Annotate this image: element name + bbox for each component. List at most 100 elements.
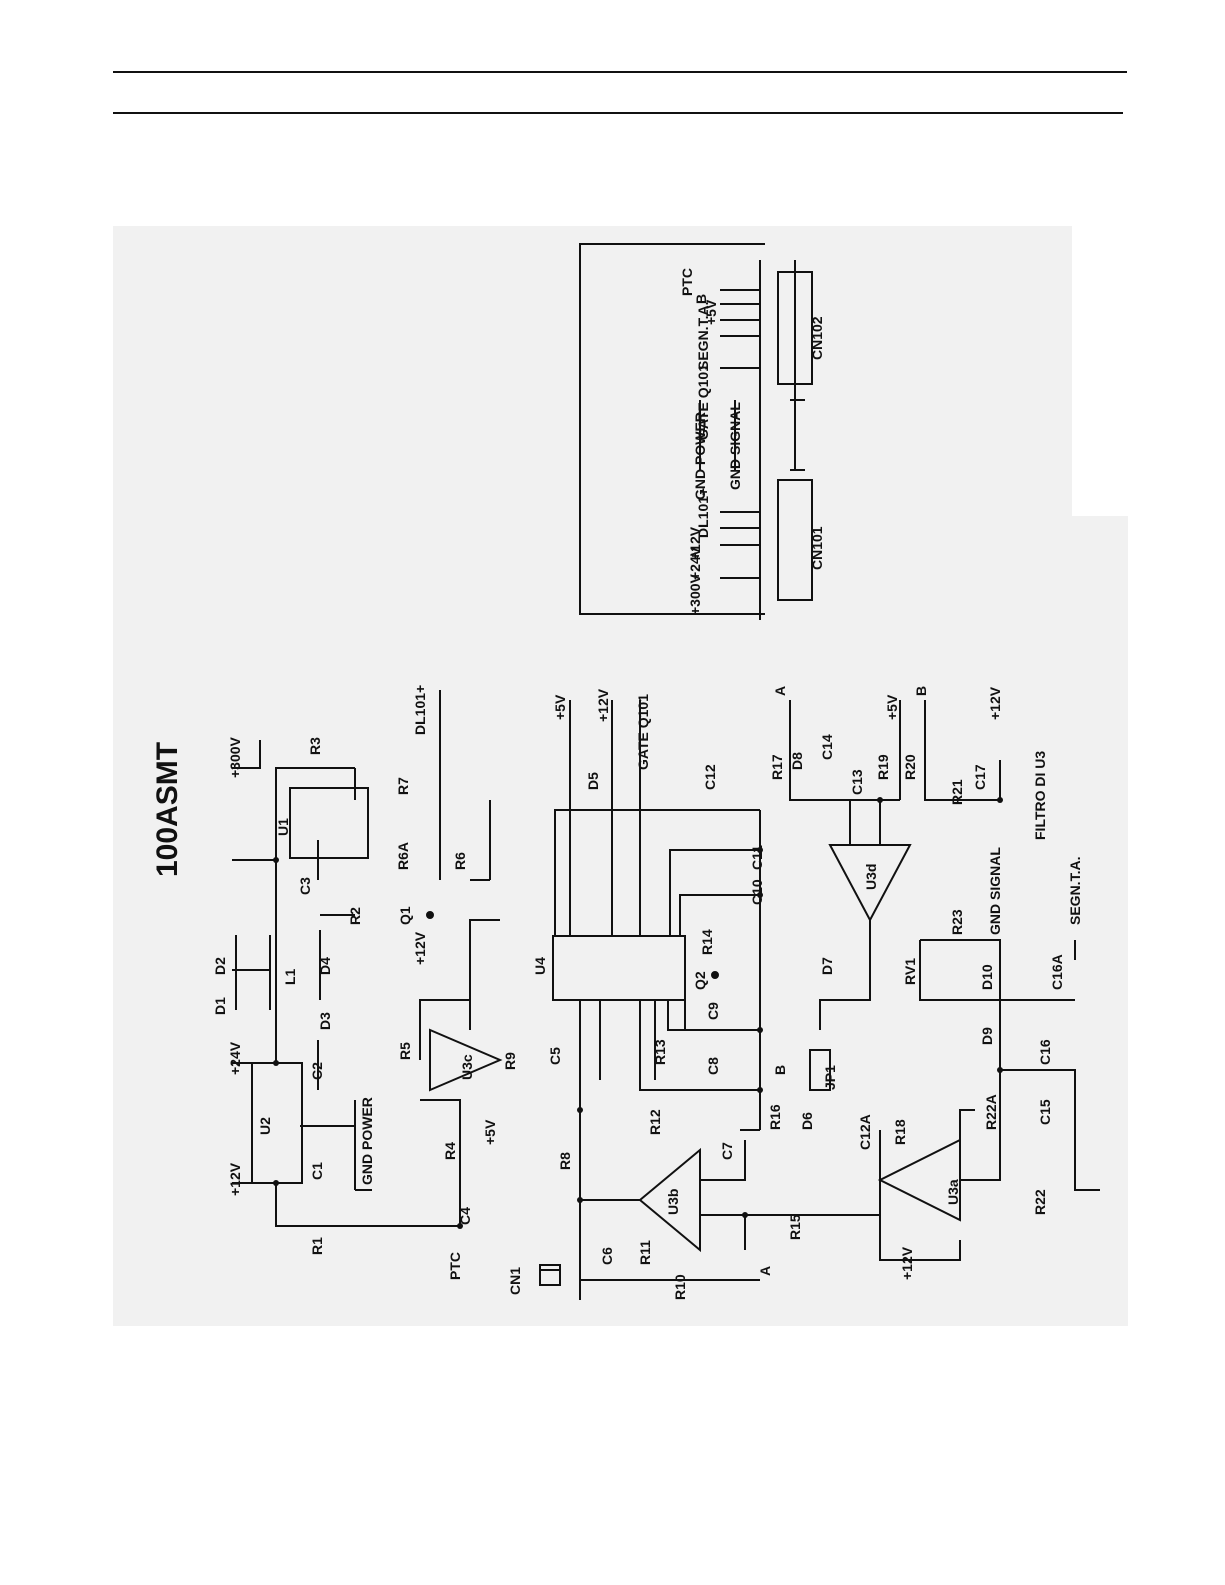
comp-D1: D1 — [212, 997, 228, 1015]
comp-C13: C13 — [849, 769, 865, 795]
header-rule-bottom — [113, 112, 1123, 114]
comp-L1: L1 — [282, 968, 298, 985]
comp-R7: R7 — [395, 777, 411, 795]
comp-R22: R22 — [1032, 1189, 1048, 1215]
comp-R15: R15 — [787, 1214, 803, 1240]
comp-R16: R16 — [767, 1104, 783, 1130]
comp-C9: C9 — [705, 1002, 721, 1020]
comp-C14: C14 — [819, 734, 835, 760]
net-label-a-bottom: A — [757, 1266, 773, 1276]
comp-D8: D8 — [789, 752, 805, 770]
comp-JP1: JP1 — [822, 1065, 838, 1090]
comp-R21: R21 — [949, 779, 965, 805]
conn-label-12v: +12V — [687, 526, 703, 560]
comp-R14: R14 — [699, 929, 715, 955]
comp-D2: D2 — [212, 957, 228, 975]
sheet-corner-gap — [1072, 226, 1132, 516]
net-label-gnd-signal: GND SIGNAL — [987, 847, 1003, 935]
comp-C11: C11 — [749, 845, 765, 870]
comp-C8: C8 — [705, 1057, 721, 1075]
conn-label-300v: +300V — [687, 573, 703, 615]
conn-label-ptc: PTC — [679, 268, 695, 296]
net-label-b-mid: B — [772, 1065, 788, 1075]
schematic-sheet — [113, 226, 1128, 1326]
net-label-300v: +300V — [227, 736, 243, 778]
net-label-segn: SEGN.T.A. — [1067, 857, 1083, 925]
net-label-24v: +24V — [227, 1041, 243, 1075]
net-label-5v-u4: +5V — [552, 694, 568, 720]
comp-U4: U4 — [532, 957, 548, 975]
comp-C17: C17 — [972, 764, 988, 790]
net-label-12v-q1: +12V — [412, 931, 428, 965]
net-label-5v-u3d: +5V — [884, 694, 900, 720]
comp-R17: R17 — [769, 754, 785, 780]
comp-U3a: U3a — [945, 1179, 961, 1205]
header-rule-top — [113, 71, 1127, 73]
comp-C6: C6 — [599, 1247, 615, 1265]
conn-label-b: B — [693, 294, 709, 304]
comp-R6A: R6A — [395, 842, 411, 870]
net-label-12v-top: +12V — [227, 1162, 243, 1196]
comp-Q2: Q2 — [692, 971, 708, 990]
comp-D7: D7 — [819, 957, 835, 975]
conn-label-gate: GATE Q101 — [695, 364, 711, 440]
comp-U3d: U3d — [863, 864, 879, 890]
comp-CN102: CN102 — [809, 316, 825, 360]
comp-R9: R9 — [502, 1052, 518, 1070]
comp-R5: R5 — [397, 1042, 413, 1060]
net-label-filtro: FILTRO DI U3 — [1032, 751, 1048, 840]
comp-C16: C16 — [1037, 1039, 1053, 1065]
comp-CN101: CN101 — [809, 526, 825, 570]
conn-label-dl101: DL101+ — [695, 488, 711, 538]
comp-R19: R19 — [875, 754, 891, 780]
net-label-12v-u3d: +12V — [987, 686, 1003, 720]
comp-C4: C4 — [457, 1207, 473, 1225]
comp-R22A: R22A — [983, 1094, 999, 1130]
comp-R13: R13 — [652, 1039, 668, 1065]
comp-C12A: C12A — [857, 1114, 873, 1150]
comp-Q1: Q1 — [397, 906, 413, 925]
comp-RV1: RV1 — [902, 958, 918, 985]
comp-D10: D10 — [979, 964, 995, 990]
comp-C15: C15 — [1037, 1099, 1053, 1125]
comp-U2: U2 — [257, 1117, 273, 1135]
net-label-ptc: PTC — [447, 1252, 463, 1280]
comp-R8: R8 — [557, 1152, 573, 1170]
net-label-gate: GATE Q101 — [635, 694, 651, 770]
comp-R4: R4 — [442, 1142, 458, 1160]
comp-C3: C3 — [297, 877, 313, 895]
net-label-12v-u3a: +12V — [899, 1246, 915, 1280]
comp-C16A: C16A — [1049, 954, 1065, 990]
conn-label-gnd-signal: GND SIGNAL — [727, 402, 743, 490]
comp-D4: D4 — [317, 957, 333, 975]
comp-D5: D5 — [585, 772, 601, 790]
comp-R10: R10 — [672, 1274, 688, 1300]
comp-U3b: U3b — [665, 1189, 681, 1215]
comp-CN1: CN1 — [507, 1267, 523, 1295]
comp-C2: C2 — [309, 1062, 325, 1080]
comp-R23: R23 — [949, 909, 965, 935]
comp-R2: R2 — [347, 907, 363, 925]
comp-C10: C10 — [749, 879, 765, 905]
comp-U3c: U3c — [459, 1054, 475, 1080]
net-label-5v-u3c: +5V — [482, 1119, 498, 1145]
comp-C12: C12 — [702, 764, 718, 790]
net-label-dl101: DL101+ — [412, 685, 428, 735]
conn-label-gnd-power: GND POWER — [692, 412, 708, 500]
conn-label-5v: +5V — [703, 299, 719, 325]
net-label-12v-u4: +12V — [595, 688, 611, 722]
comp-U1: U1 — [275, 818, 291, 836]
comp-C1: C1 — [309, 1162, 325, 1180]
comp-D3: D3 — [317, 1012, 333, 1030]
conn-label-segn: SEGN.T.A. — [695, 302, 711, 370]
comp-C5: C5 — [547, 1047, 563, 1065]
comp-R1: R1 — [309, 1237, 325, 1255]
comp-R11: R11 — [637, 1240, 653, 1265]
comp-D6: D6 — [799, 1112, 815, 1130]
comp-R6: R6 — [452, 852, 468, 870]
comp-R12: R12 — [647, 1109, 663, 1135]
comp-D9: D9 — [979, 1027, 995, 1045]
comp-R20: R20 — [902, 754, 918, 780]
